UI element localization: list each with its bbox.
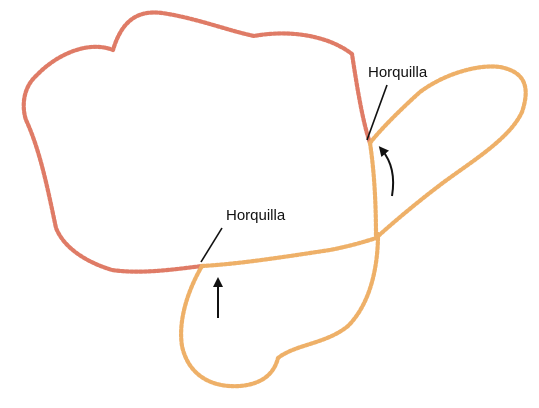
fork-label-top: Horquilla <box>368 64 428 81</box>
cross-strand <box>202 238 376 266</box>
parental-loop <box>24 12 370 271</box>
fork-label-bottom: Horquilla <box>226 207 286 224</box>
right-loop <box>370 66 526 238</box>
leader-line-bottom <box>201 228 222 262</box>
curved-arrow-icon <box>382 150 393 196</box>
connector-strand <box>370 143 376 238</box>
